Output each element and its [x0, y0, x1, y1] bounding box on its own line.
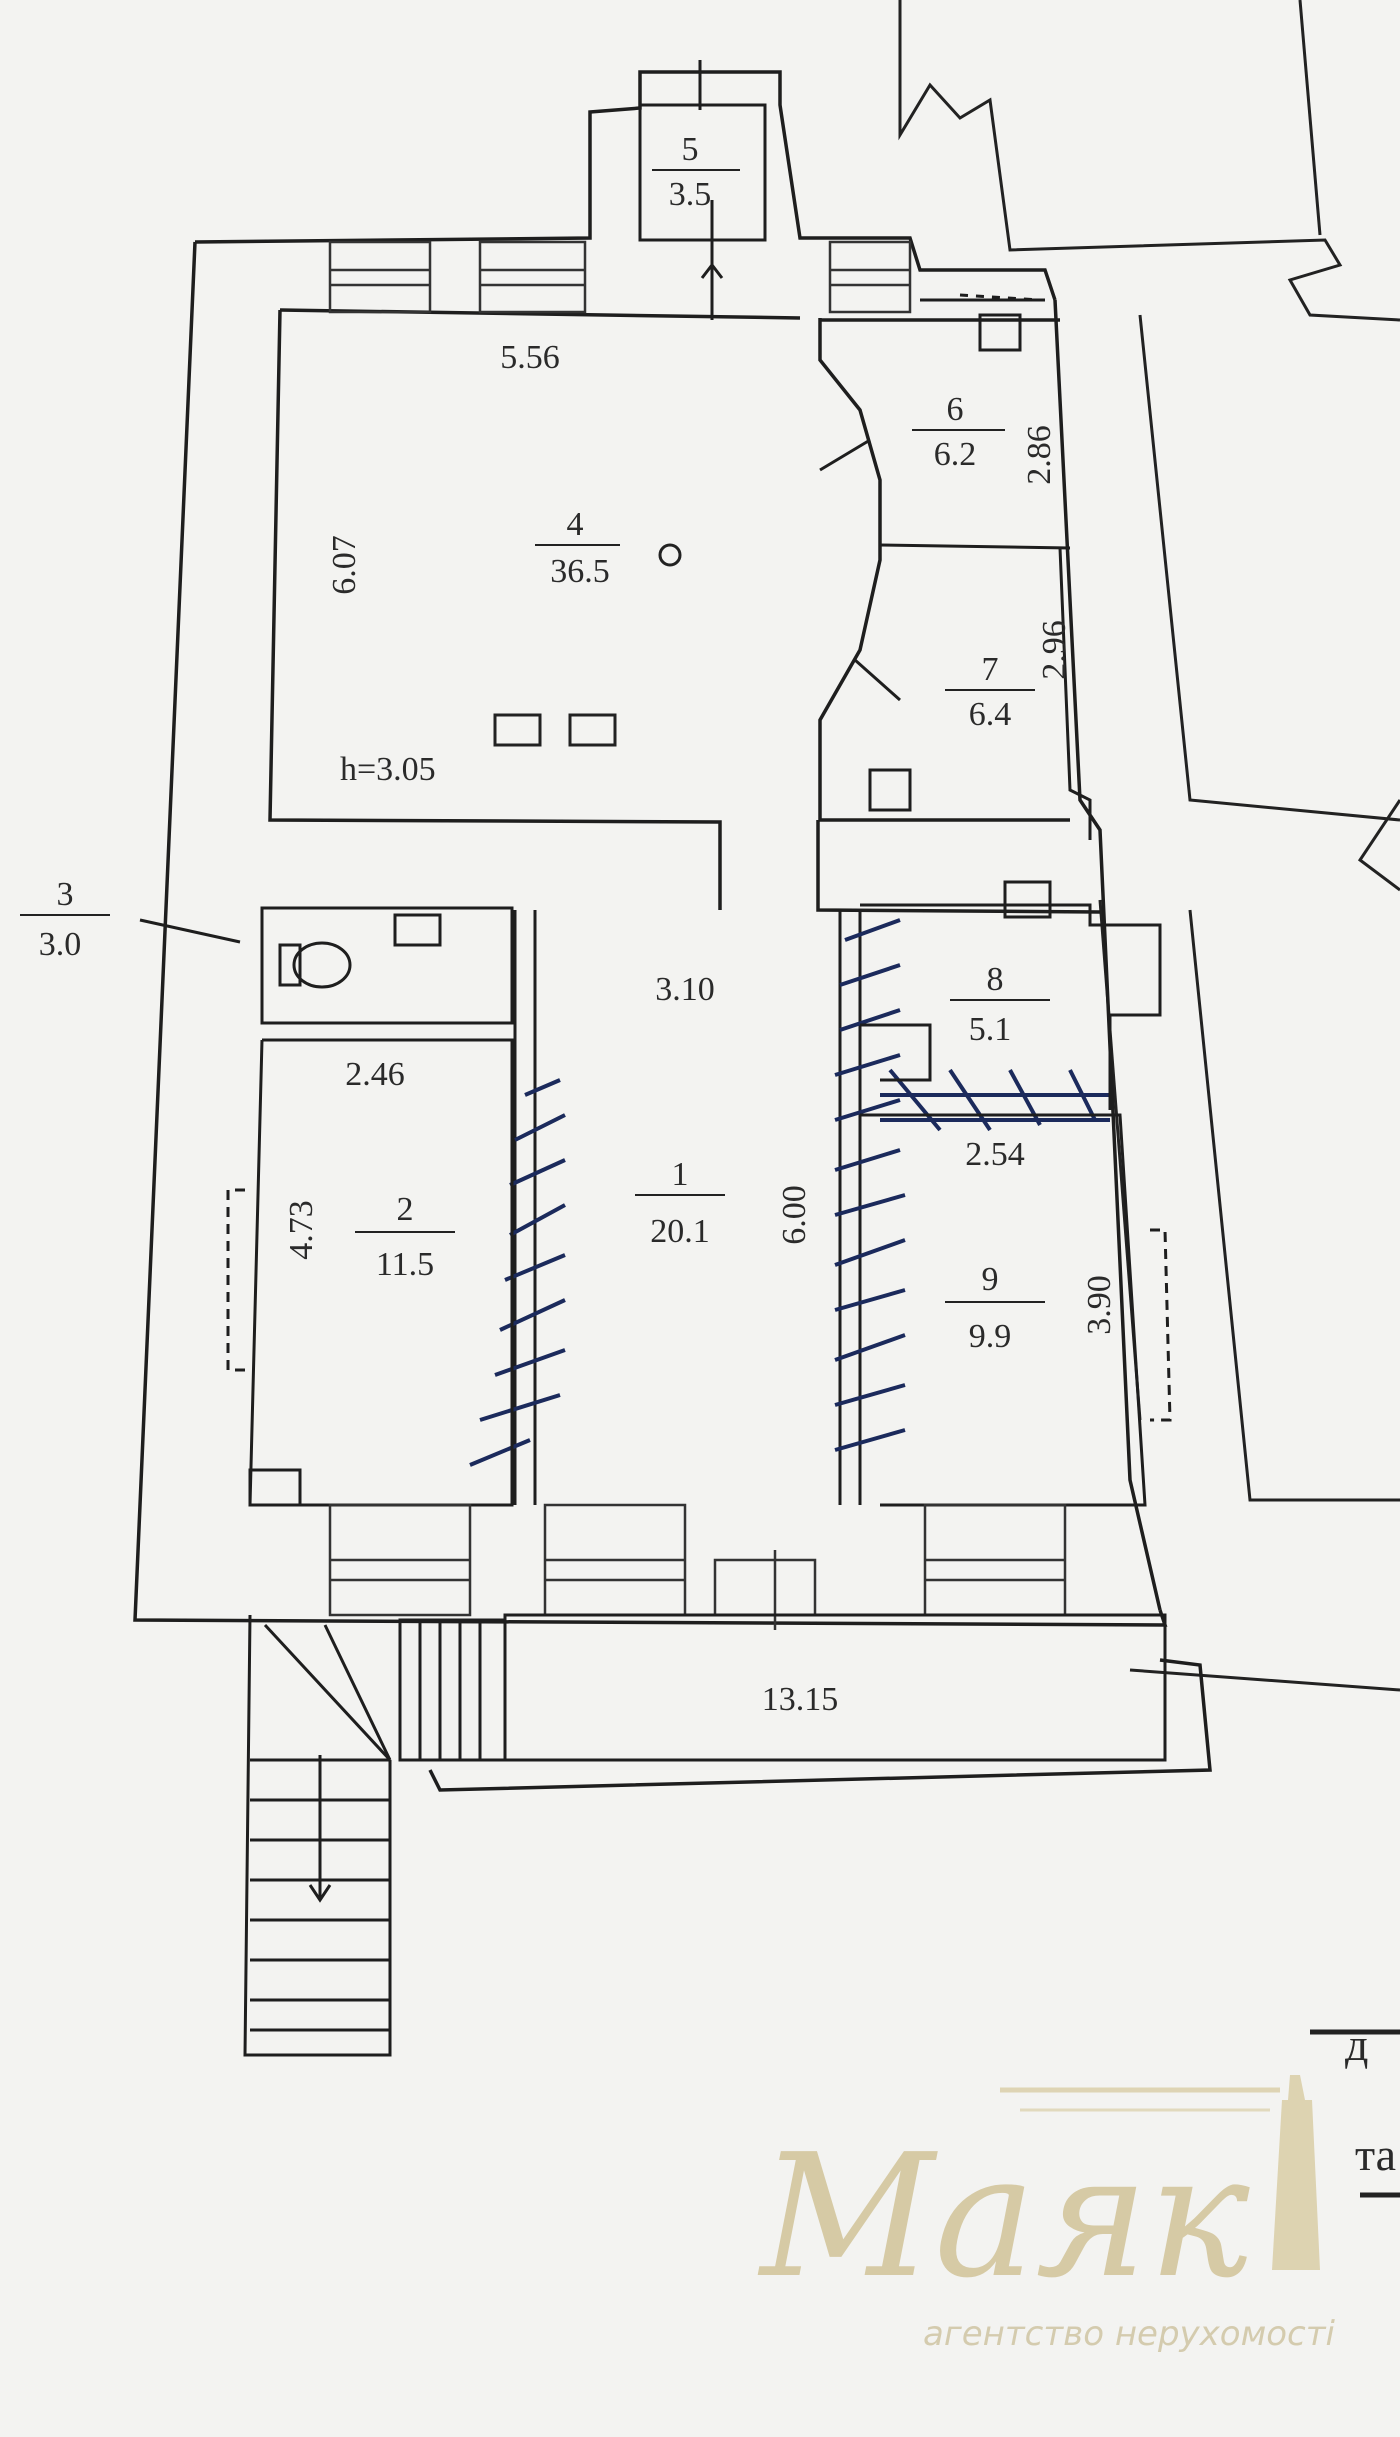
dim-room4-depth: 6.07: [326, 535, 363, 595]
room-4-area: 36.5: [550, 553, 610, 590]
dim-room7-side: 2.96: [1036, 620, 1073, 680]
room-3-number: 3: [57, 876, 74, 913]
room-4-fixtures: [493, 543, 682, 747]
watermark-brand: Маяк: [757, 2118, 1250, 2316]
dim-room6-side: 2.86: [1021, 425, 1058, 485]
edge-text-bottom: та: [1355, 2129, 1396, 2180]
bathroom-room-3: [139, 906, 514, 1025]
room-6-area: 6.2: [934, 436, 977, 473]
room-9-area: 9.9: [969, 1318, 1012, 1355]
top-stair-room-5: [638, 60, 767, 320]
dim-room4-width: 5.56: [500, 339, 560, 376]
lighthouse-icon: [1272, 2075, 1320, 2270]
porch-and-stair: [243, 1613, 1167, 2057]
dim-room9-width: 2.54: [965, 1136, 1025, 1173]
room-9-number: 9: [982, 1261, 999, 1298]
dim-room4-height: h=3.05: [340, 751, 436, 788]
room-4-number: 4: [567, 506, 584, 543]
room-2-area: 11.5: [376, 1246, 434, 1283]
room-7-number: 7: [982, 651, 999, 688]
room-8-number: 8: [987, 961, 1004, 998]
room-5-number: 5: [682, 131, 699, 168]
room-8-walls: [860, 880, 1162, 1110]
room-1-number: 1: [672, 1156, 689, 1193]
room-5-area: 3.5: [669, 176, 712, 213]
edge-text: д та: [1310, 2019, 1400, 2198]
adjacent-building: [898, 0, 1400, 1692]
dimension-labels: 5.56 6.07 h=3.05 2.86 2.96 3.10 6.00 2.4…: [283, 339, 1118, 1718]
room-2-walls: [226, 1038, 514, 1507]
bottom-windows: [328, 1503, 1067, 1630]
room-8-area: 5.1: [969, 1011, 1012, 1048]
dim-room2-depth: 4.73: [283, 1200, 320, 1260]
room-2-number: 2: [397, 1191, 414, 1228]
dim-corridor-width: 3.10: [655, 971, 715, 1008]
room-1-area: 20.1: [650, 1213, 710, 1250]
top-windows: [328, 240, 912, 314]
edge-text-top: д: [1345, 2019, 1368, 2070]
room-6-number: 6: [947, 391, 964, 428]
room-7-area: 6.4: [969, 696, 1012, 733]
dim-porch-area: 13.15: [762, 1681, 839, 1718]
dim-room9-depth: 3.90: [1081, 1275, 1118, 1335]
dim-corridor-length: 6.00: [776, 1185, 813, 1245]
outer-walls: [133, 70, 1212, 1792]
room-labels: 5 3.5 4 36.5 6 6.2 7 6.4 3 3.0 8 5.1 1 2…: [20, 131, 1050, 1355]
watermark-tagline: агентство нерухомості: [923, 2314, 1336, 2354]
dim-room2-width: 2.46: [345, 1056, 405, 1093]
room-3-area: 3.0: [39, 926, 82, 963]
rooms-6-7: [819, 293, 1092, 840]
watermark-logo: Маяк агентство нерухомості: [757, 2075, 1336, 2354]
